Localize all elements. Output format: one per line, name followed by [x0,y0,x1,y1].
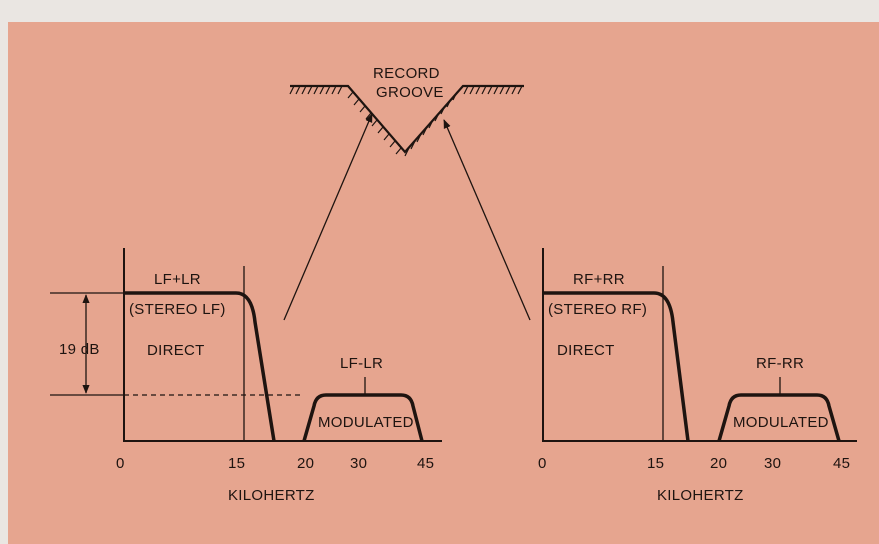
left-tick-0: 0 [116,455,125,472]
groove-label-line1: RECORD [373,65,440,82]
right-top-label: RF+RR [573,271,625,288]
record-groove: RECORD GROOVE [289,65,524,157]
right-tick-45: 45 [833,455,850,472]
diagram-canvas: RECORD GROOVE LF+LR (STEREO LF) DIRECT L… [8,22,879,544]
left-tick-20: 20 [297,455,314,472]
left-tick-15: 15 [228,455,245,472]
right-modulated-label: MODULATED [733,414,829,431]
diagram-svg: RECORD GROOVE LF+LR (STEREO LF) DIRECT L… [50,65,857,504]
right-side-label: RF-RR [756,355,804,372]
right-tick-0: 0 [538,455,547,472]
left-tick-45: 45 [417,455,434,472]
arrow-left-wall [283,113,373,321]
right-stereo-label: (STEREO RF) [548,301,647,318]
right-spectrum: RF+RR (STEREO RF) DIRECT RF-RR MODULATED… [538,248,857,504]
left-top-label: LF+LR [154,271,201,288]
db-label: 19 dB [59,341,100,358]
left-axis-label: KILOHERTZ [228,487,315,504]
groove-label-line2: GROOVE [376,84,444,101]
left-tick-30: 30 [350,455,367,472]
right-tick-20: 20 [710,455,727,472]
left-spectrum: LF+LR (STEREO LF) DIRECT LF-LR MODULATED… [50,248,442,504]
left-side-label: LF-LR [340,355,383,372]
left-modulated-label: MODULATED [318,414,414,431]
left-stereo-label: (STEREO LF) [129,301,226,318]
arrow-right-wall [443,119,531,321]
right-tick-30: 30 [764,455,781,472]
left-direct-label: DIRECT [147,342,205,359]
right-tick-15: 15 [647,455,664,472]
right-direct-label: DIRECT [557,342,615,359]
right-axis-label: KILOHERTZ [657,487,744,504]
